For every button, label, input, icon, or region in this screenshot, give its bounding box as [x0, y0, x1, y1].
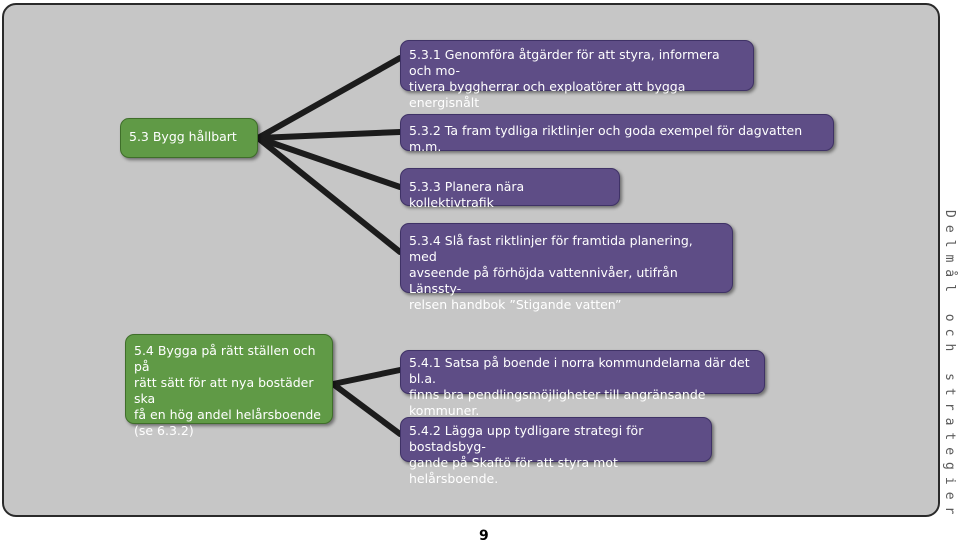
side-label-delmal-och-strategier: Delmål och strategier [942, 210, 957, 522]
strategy-5-4-2-box: 5.4.2 Lägga upp tydligare strategi för b… [400, 417, 712, 486]
strategy-5-3-4-box: 5.3.4 Slå fast riktlinjer för framtida p… [400, 223, 733, 312]
connector-5-4-to-5-4-1 [330, 367, 403, 387]
connector-5-3-to-5-3-1 [255, 55, 403, 141]
goal-5-4-box: 5.4 Bygga på rätt ställen och på rätt sä… [125, 334, 333, 438]
strategy-5-3-1-box: 5.3.1 Genomföra åtgärder för att styra, … [400, 40, 754, 110]
strategy-5-3-2-box: 5.3.2 Ta fram tydliga riktlinjer och god… [400, 114, 834, 154]
connector-5-3-to-5-3-3 [255, 135, 403, 190]
connector-5-3-to-5-3-4 [255, 135, 403, 255]
page-number: 9 [479, 528, 489, 544]
connector-5-3-to-5-3-2 [255, 129, 403, 141]
goal-5-3-box: 5.3 Bygg hållbart [120, 118, 258, 158]
strategy-5-4-1-box: 5.4.1 Satsa på boende i norra kommundela… [400, 350, 765, 418]
strategy-5-3-3-box: 5.3.3 Planera nära kollektivtrafik [400, 168, 620, 210]
connector-5-4-to-5-4-2 [330, 381, 403, 437]
